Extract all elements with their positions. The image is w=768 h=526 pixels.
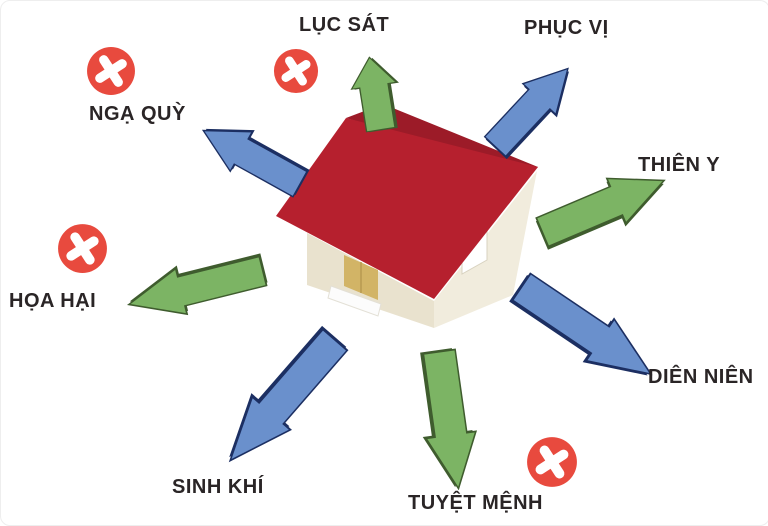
house-roof-front <box>276 118 538 299</box>
arrow-down-left-icon <box>207 321 357 481</box>
arrow-up-left-icon <box>189 107 312 207</box>
direction-label-tuyet-menh: TUYỆT MỆNH <box>408 492 543 514</box>
arrow-up-icon <box>344 52 407 133</box>
arrow-down-icon <box>411 348 488 495</box>
arrow-left-icon <box>121 245 270 331</box>
direction-label-luc-sat: LỤC SÁT <box>299 14 390 36</box>
x-circle-icon <box>273 48 319 94</box>
direction-label-sinh-khi: SINH KHÍ <box>172 476 264 498</box>
x-circle-icon <box>86 46 136 96</box>
direction-label-phuc-vi: PHỤC VỊ <box>524 17 609 39</box>
arrow-down-right-icon <box>505 263 668 399</box>
x-circle-icon <box>57 223 108 274</box>
arrow-right-icon <box>531 154 676 258</box>
house-step <box>327 285 382 317</box>
direction-label-nga-quy: NGẠ QUỲ <box>89 103 186 125</box>
direction-label-hoa-hai: HỌA HẠI <box>9 290 97 312</box>
direction-label-thien-y: THIÊN Y <box>638 154 721 176</box>
x-circle-icon <box>526 436 578 488</box>
arrow-up-right-icon <box>476 50 588 164</box>
direction-label-dien-nien: DIÊN NIÊN <box>648 366 754 388</box>
